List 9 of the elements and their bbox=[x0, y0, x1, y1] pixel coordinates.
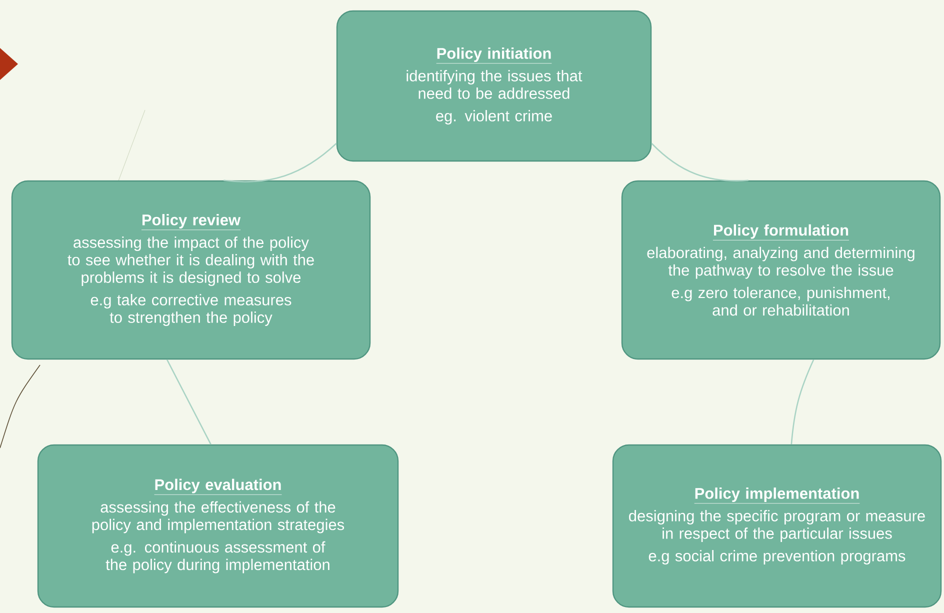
process-box: Policy formulation elaborating, analyzing and determining the pathway to resolve the issue e.g zero tolerance, punishment, and or rehabilitation bbox=[621, 180, 941, 360]
connector-line bbox=[166, 359, 212, 445]
process-box: Policy review assessing the impact of the policy to see whether it is dealing with the problems it is designed to solve e.g take corrective measures to strengthen the policy bbox=[11, 180, 371, 360]
connector-line bbox=[790, 359, 814, 444]
process-box: Policy implementation designing the specific program or measure in respect of the particular issues e.g social crime prevention programs bbox=[612, 444, 942, 608]
process-box: Policy evaluation assessing the effectiveness of the policy and implementation strategies e.g. continuous assessment of the policy during implementation bbox=[37, 444, 399, 608]
connector-line bbox=[224, 142, 337, 182]
connector-line bbox=[651, 142, 748, 182]
process-box: Policy initiation identifying the issues that need to be addressed eg. violent crime bbox=[336, 10, 652, 162]
